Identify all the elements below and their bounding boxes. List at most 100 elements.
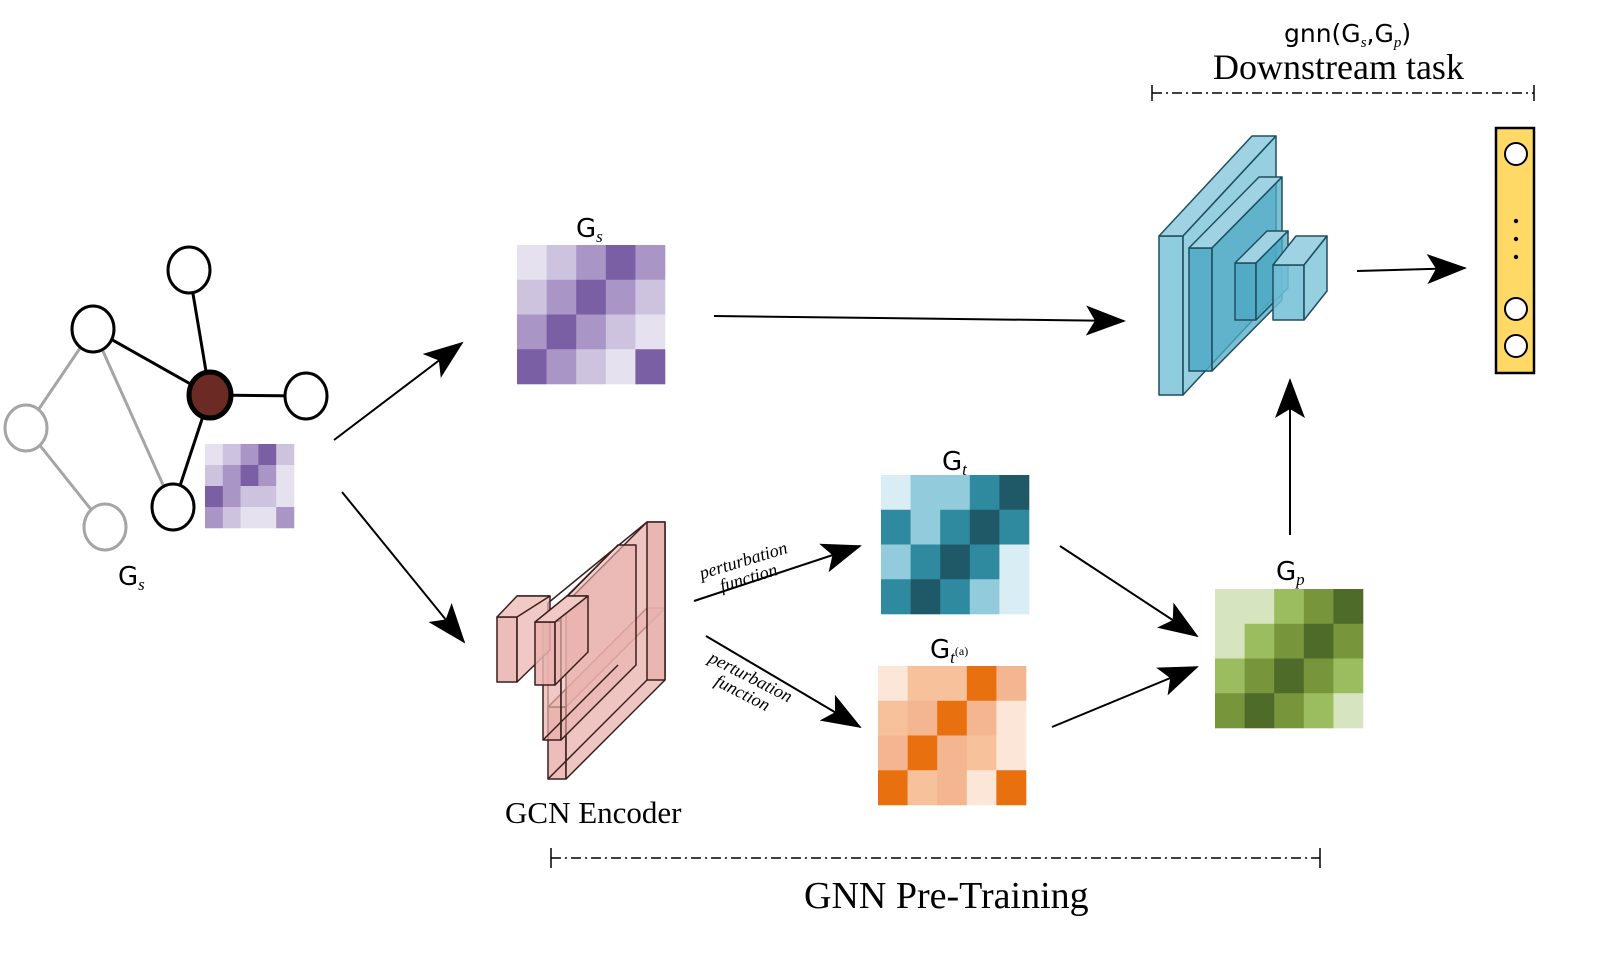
- matrix-cell: [910, 579, 941, 615]
- matrix-cell: [1215, 623, 1245, 659]
- matrix-cell: [546, 245, 577, 281]
- matrix-cell: [1333, 623, 1364, 659]
- input-graph-label: Gs: [118, 562, 145, 594]
- matrix-cell: [1215, 658, 1245, 694]
- matrix-cell: [1244, 589, 1275, 625]
- matrix-cell: [1244, 658, 1275, 694]
- graph-node-gray: [82, 502, 128, 552]
- matrix-cell: [966, 735, 997, 771]
- matrix-cell: [546, 349, 577, 385]
- matrix-cell: [969, 509, 1000, 545]
- encoder-slab-face: [646, 521, 666, 681]
- matrix-cell: [907, 666, 938, 702]
- matrix-cell: [1274, 589, 1305, 625]
- encoder-slab-edge: [547, 521, 648, 604]
- gcn-encoder: [496, 521, 666, 780]
- matrix-cell: [907, 700, 938, 736]
- matrix-cell: [605, 279, 636, 315]
- matrix-cell: [1333, 693, 1364, 729]
- matrix-cell: [276, 507, 295, 529]
- matrix-cell: [1303, 589, 1334, 625]
- matrix-cell: [1274, 658, 1305, 694]
- matrix-cell: [907, 770, 938, 806]
- teacher-matrix-label: Gt: [942, 447, 968, 479]
- matrix-cell: [546, 314, 577, 350]
- matrix-cell: [940, 579, 971, 615]
- arrow-teacher-to-pretrained: [1059, 545, 1199, 638]
- matrix-cell: [517, 349, 547, 385]
- matrix-cell: [240, 444, 259, 466]
- perturbation-label-2: perturbation function: [704, 646, 796, 715]
- matrix-cell: [576, 314, 607, 350]
- matrix-cell: [222, 507, 241, 529]
- matrix-cell: [881, 475, 911, 511]
- matrix-cell: [999, 579, 1030, 615]
- encoder-cube-2-top: [534, 595, 589, 623]
- matrix-cell: [937, 666, 968, 702]
- matrix-cell: [1303, 623, 1334, 659]
- output-unit: [1504, 334, 1528, 358]
- downstream-cnn: [1158, 135, 1328, 396]
- matrix-cell: [969, 475, 1000, 511]
- arrow-to-encoder: [341, 491, 466, 644]
- matrix-cell: [576, 349, 607, 385]
- matrix-cell: [878, 700, 908, 736]
- matrix-cell: [205, 465, 224, 487]
- matrix-cell: [878, 666, 908, 702]
- input-graph: Gs: [3, 245, 329, 594]
- matrix-cell: [907, 735, 938, 771]
- matrix-cell: [881, 544, 911, 580]
- matrix-cell: [240, 507, 259, 529]
- matrix-cell: [881, 509, 911, 545]
- source-matrix: [517, 245, 666, 385]
- matrix-cell: [240, 486, 259, 508]
- downstream-bracket: [1151, 85, 1535, 101]
- matrix-cell: [969, 544, 1000, 580]
- pretrained-matrix-label: Gp: [1276, 557, 1305, 589]
- pretrained-matrix: [1215, 589, 1364, 729]
- matrix-cell: [996, 770, 1027, 806]
- matrix-cell: [1333, 589, 1364, 625]
- cnn-layer-2-front: [1188, 247, 1213, 372]
- cnn-cube-2-side: [1303, 235, 1328, 321]
- matrix-cell: [996, 666, 1027, 702]
- matrix-cell: [258, 507, 277, 529]
- encoder-slab-edge: [547, 679, 648, 780]
- matrix-cell: [1215, 693, 1245, 729]
- output-unit: [1504, 297, 1528, 321]
- matrix-cell: [258, 444, 277, 466]
- matrix-cell: [605, 245, 636, 281]
- matrix-cell: [276, 444, 295, 466]
- matrix-cell: [1215, 589, 1245, 625]
- matrix-cell: [881, 579, 911, 615]
- matrix-cell: [605, 314, 636, 350]
- matrix-cell: [222, 444, 241, 466]
- matrix-cell: [910, 544, 941, 580]
- matrix-cell: [999, 544, 1030, 580]
- graph-node-gray: [3, 403, 49, 453]
- matrix-cell: [205, 444, 224, 466]
- gnn-function-label: gnn(Gs,Gp): [1284, 19, 1411, 51]
- graph-node: [283, 371, 329, 421]
- graph-node: [166, 245, 212, 295]
- matrix-cell: [878, 735, 908, 771]
- matrix-cell: [635, 349, 666, 385]
- cnn-cube-2-front: [1272, 264, 1305, 321]
- teacher-aug-matrix: [878, 666, 1027, 806]
- matrix-cell: [937, 770, 968, 806]
- output-ellipsis-dot: [1513, 218, 1519, 224]
- graph-node: [70, 304, 116, 354]
- encoder-cube-1-top: [496, 595, 551, 618]
- arrow-perturbation-2: [705, 635, 862, 729]
- matrix-cell: [240, 465, 259, 487]
- output-ellipsis-dot: [1513, 254, 1519, 260]
- matrix-cell: [576, 279, 607, 315]
- graph-edge-gray: [91, 328, 175, 508]
- matrix-cell: [517, 314, 547, 350]
- teacher-aug-matrix-label: Gt(a): [930, 635, 968, 667]
- matrix-cell: [205, 486, 224, 508]
- arrow-to-source-matrix: [333, 341, 464, 441]
- node-feature-matrix: [205, 444, 295, 529]
